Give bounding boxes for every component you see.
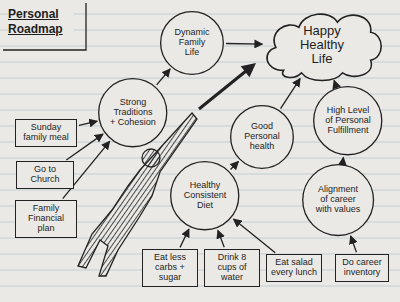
node-label: Strong Traditions + Cohesion [110, 98, 156, 128]
ruled-line [0, 286, 400, 287]
node-label: Go to Church [20, 165, 70, 185]
outcome-circle: Healthy Consistent Diet [170, 161, 239, 230]
node-label: High Level of Personal Fulfillment [325, 106, 371, 136]
connector-arrow [281, 79, 301, 109]
node-body: Happy Healthy Life [292, 24, 352, 67]
action-box: Go to Church [16, 161, 74, 189]
connector-arrow [180, 229, 189, 247]
node-body: High Level of Personal Fulfillment [325, 106, 371, 136]
node-label: Healthy Consistent Diet [182, 181, 228, 211]
person-head [142, 149, 160, 167]
node-label: Drink 8 cups of water [208, 253, 256, 283]
node-body: Dynamic Family Life [171, 28, 213, 58]
goal-cloud: Happy Healthy Life [258, 7, 386, 83]
node-label: Do career inventory [339, 258, 385, 278]
node-body: Sunday family meal [19, 123, 73, 143]
circle-shape [161, 12, 224, 75]
connector-arrow [342, 157, 344, 162]
circle-shape [171, 162, 239, 230]
connector-arrow [231, 161, 239, 169]
node-body: Family Financial plan [19, 204, 73, 234]
action-box: Eat salad every lunch [266, 254, 322, 282]
action-box: Eat less carbs + sugar [142, 249, 198, 287]
aspiration-arrowhead [241, 63, 256, 77]
node-label: Alignment of career with values [314, 185, 362, 215]
node-body: Alignment of career with values [314, 185, 362, 215]
connector-arrow [334, 80, 336, 86]
action-box: Drink 8 cups of water [204, 249, 260, 287]
node-body: Eat salad every lunch [270, 258, 318, 278]
connector-arrow [218, 230, 224, 247]
connector-arrow [234, 219, 276, 253]
circle-shape [314, 87, 382, 155]
node-body: Go to Church [20, 165, 70, 185]
cloud-shape [267, 14, 381, 80]
node-body: Good Personal health [241, 122, 283, 152]
ruled-line [0, 158, 400, 159]
aspiration-arrow [199, 71, 246, 109]
node-body: Healthy Consistent Diet [182, 181, 228, 211]
connector-arrow [79, 121, 97, 125]
circle-shape [99, 79, 167, 147]
page-title: Personal Roadmap [8, 7, 74, 37]
node-label: Sunday family meal [19, 123, 73, 143]
action-box: Do career inventory [335, 254, 389, 282]
node-label: Eat salad every lunch [270, 258, 318, 278]
connector-arrow [157, 69, 170, 85]
ruled-line [0, 78, 400, 79]
outcome-circle: Alignment of career with values [302, 164, 374, 236]
node-label: Family Financial plan [19, 204, 73, 234]
node-label: Eat less carbs + sugar [146, 253, 194, 283]
outcome-circle: Strong Traditions + Cohesion [98, 78, 167, 147]
node-body: Do career inventory [339, 258, 385, 278]
node-body: Eat less carbs + sugar [146, 253, 194, 283]
connector-arrow [351, 236, 357, 252]
outcome-circle: Dynamic Family Life [160, 11, 224, 75]
action-box: Family Financial plan [15, 200, 77, 238]
connector-arrow [226, 43, 262, 45]
outcome-circle: High Level of Personal Fulfillment [313, 86, 382, 155]
node-body: Drink 8 cups of water [208, 253, 256, 283]
node-body: Strong Traditions + Cohesion [110, 98, 156, 128]
node-label: Dynamic Family Life [171, 28, 213, 58]
circle-shape [231, 106, 294, 169]
node-label: Good Personal health [241, 122, 283, 152]
action-box: Sunday family meal [15, 119, 77, 147]
outcome-circle: Good Personal health [230, 105, 294, 169]
title-frame [3, 3, 86, 50]
circle-shape [303, 165, 374, 236]
node-label: Happy Healthy Life [292, 24, 352, 67]
